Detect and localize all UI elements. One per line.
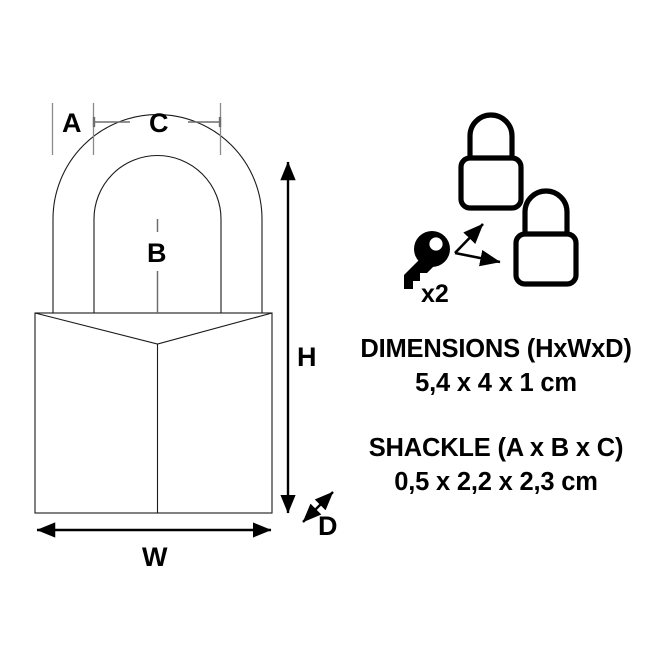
dimension-label-a: A: [62, 108, 82, 138]
spec-heading-dimensions: DIMENSIONS (HxWxD): [360, 335, 631, 363]
dimension-label-h: H: [297, 342, 317, 372]
shackle-outline: [52, 114, 263, 313]
top-dimension-extension-lines: [51, 103, 222, 155]
key-icon: [404, 231, 450, 289]
key-quantity-label: x2: [421, 280, 449, 308]
padlock-body: [34, 312, 273, 514]
arrow-up-right-icon: [454, 223, 484, 254]
spec-heading-shackle: SHACKLE (A x B x C): [369, 434, 624, 462]
dimension-line-d: [302, 491, 334, 523]
dimension-label-b: B: [147, 238, 167, 268]
spec-value-dimensions: 5,4 x 4 x 1 cm: [415, 369, 577, 397]
padlock-icon-top: [458, 112, 524, 211]
dimension-label-w: W: [142, 542, 168, 572]
arrow-right-icon: [454, 249, 501, 267]
spec-value-shackle: 0,5 x 2,2 x 2,3 cm: [394, 468, 597, 496]
padlock-icon-bottom: [513, 188, 579, 287]
dimension-label-c: C: [149, 108, 169, 138]
dimension-label-d: D: [318, 511, 338, 541]
